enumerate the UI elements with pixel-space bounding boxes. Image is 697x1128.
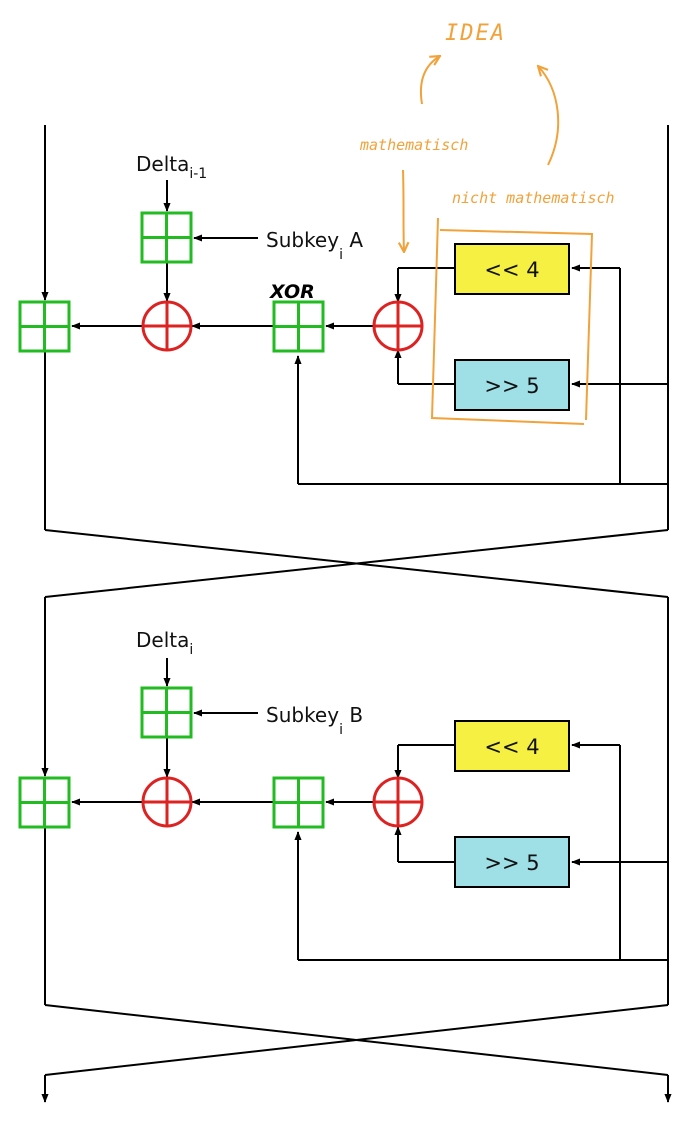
add-box-key-b xyxy=(140,686,193,739)
bracket-top-right xyxy=(439,229,594,421)
xor-circle-left-b xyxy=(141,776,193,828)
shift-right-box-b: >> 5 xyxy=(454,836,570,888)
add-box-left-b xyxy=(18,776,71,829)
delta-label-b: Deltai xyxy=(136,628,193,658)
idea-arrow-right xyxy=(538,66,560,166)
xor-circle-right-b xyxy=(372,776,424,828)
add-box-key-a xyxy=(140,211,193,264)
round-a xyxy=(41,125,669,530)
idea-arrow-left xyxy=(420,56,440,105)
annotation-idea: IDEA xyxy=(445,21,506,46)
add-box-left-a xyxy=(18,300,71,353)
shift-left-box-b: << 4 xyxy=(454,720,570,772)
annotation-mathematisch: mathematisch xyxy=(359,136,468,154)
xor-circle-left-a xyxy=(141,300,193,352)
subkey-label-a: Subkeyi A xyxy=(266,228,363,263)
shift-right-label-a: >> 5 xyxy=(484,374,539,398)
shift-right-box-a: >> 5 xyxy=(454,359,570,411)
annotation-nicht-mathematisch: nicht mathematisch xyxy=(452,189,615,207)
subkey-label-b: Subkeyi B xyxy=(266,703,363,738)
annotation-xor: XOR xyxy=(269,281,315,303)
delta-label-a: Deltai-1 xyxy=(136,152,207,182)
swap-crossing-1 xyxy=(41,352,669,1005)
round-b xyxy=(71,658,668,961)
xor-circle-right-a xyxy=(372,300,424,352)
shift-right-label-b: >> 5 xyxy=(484,851,539,875)
handwritten-annotations: IDEA mathematisch nicht mathematisch XOR xyxy=(269,21,615,425)
shift-left-label-b: << 4 xyxy=(484,735,539,759)
add-box-mid-b xyxy=(272,776,325,829)
bracket-left-bottom xyxy=(430,217,585,425)
add-box-mid-a xyxy=(272,300,325,353)
shift-left-label-a: << 4 xyxy=(484,258,539,282)
swap-crossing-2 xyxy=(41,828,672,1103)
shift-left-box-a: << 4 xyxy=(454,243,570,295)
mathematisch-arrow xyxy=(403,169,404,252)
